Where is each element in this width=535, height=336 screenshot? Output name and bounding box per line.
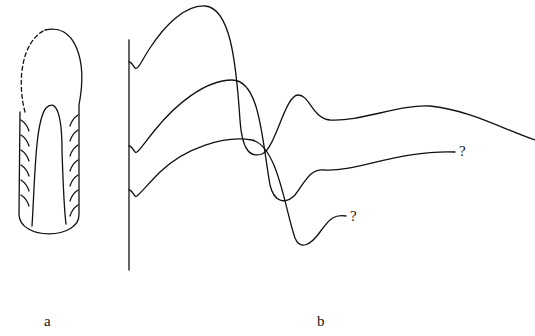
base-line: [128, 40, 129, 270]
middle-profile: [129, 80, 455, 201]
lower-profile: [129, 139, 346, 245]
panel-letter: a: [44, 314, 51, 329]
dashed-margin: [21, 30, 45, 112]
uncertain-mark: ?: [459, 144, 466, 159]
outer-outline: [19, 29, 82, 234]
uncertain-mark: ?: [350, 209, 357, 224]
rib-marks: [21, 115, 78, 216]
upper-profile: [129, 6, 535, 155]
panel-letter: b: [317, 314, 325, 329]
specimen-outline: [19, 29, 82, 234]
profile-curves: [129, 6, 535, 270]
inner-lobe: [32, 105, 66, 226]
